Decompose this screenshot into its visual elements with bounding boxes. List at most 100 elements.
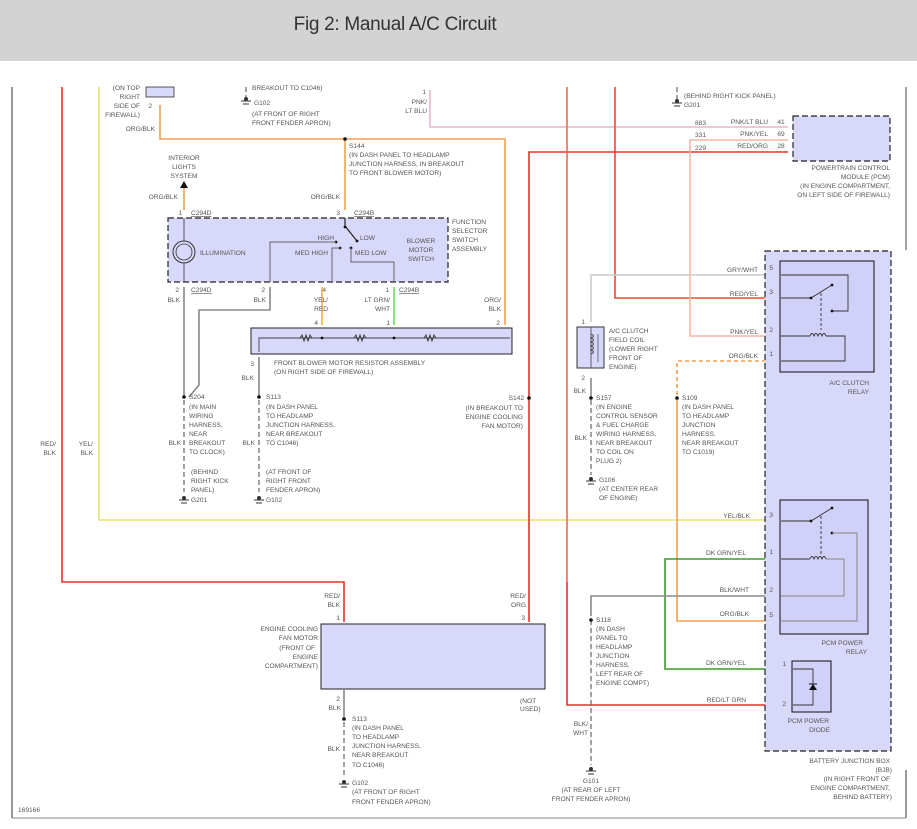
diagram-label: (AT FRONT OF RIGHT [252,111,320,118]
diagram-label: (LOWER RIGHT [609,346,658,353]
diagram-label: BLK [44,450,57,457]
diagram-label: A/C CLUTCH [829,380,869,387]
diagram-label: SWITCH [408,256,434,263]
diagram-label: BLK [254,297,267,304]
diagram-label: 3 [769,512,773,519]
diagram-label: 2 [581,375,585,382]
diagram-label: PNK/YEL [730,329,758,336]
diagram-label: RED/ [324,593,340,600]
diagram-label: S204 [189,394,205,401]
wire-dkgrn-yel [664,558,787,670]
diagram-label: PNK/ [412,99,428,106]
wire-red-blk [61,87,345,622]
diagram-label: BLK [242,375,255,382]
diagram-label: S113 [266,394,281,401]
diagram-label: FIELD COIL [609,337,645,344]
diagram-label: POWERTRAIN CONTROL [811,165,890,172]
diagram-label: MODULE (PCM) [841,174,890,181]
diagram-label: PCM POWER [822,640,864,647]
diagram-label: G102 [352,780,368,787]
diagram-label: & FUEL CHARGE [596,422,649,429]
diagram-label: BLK [328,602,341,609]
diagram-label: FIREWALL) [105,112,140,119]
diagram-label: C294B [399,287,420,294]
diagram-label: BREAKOUT [189,440,225,447]
diagram-label: G106 [599,477,615,484]
diagram-label: JUNCTION HARNESS, [352,743,421,750]
diagram-label: NEAR BREAKOUT [596,440,652,447]
diagram-label: WIRING HARNESS, [596,431,656,438]
diagram-label: 1 [386,320,390,327]
diagram-label: (IN DASH PANEL [682,404,734,411]
diagram-label: 331 [695,132,706,139]
diagram-label: (IN DASH PANEL TO HEADLAMP [349,152,450,159]
ground-symbol-icon [179,496,189,504]
diagram-label: LOW [360,235,376,242]
resistor-icon [423,333,437,343]
diagram-label: RED/ORG [737,143,768,150]
diagram-label: RED/ [510,593,526,600]
diagram-label: ORG/BLK [720,611,750,618]
splice-s157: S157 (IN ENGINE CONTROL SENSOR & FUEL CH… [575,395,659,502]
figure-id: 169166 [18,807,40,814]
wire-yel-blk [98,87,773,521]
splice-s109: S109 (IN DASH PANEL TO HEADLAMP JUNCTION… [675,395,738,456]
ac-clutch-field-coil: 1 2 BLK A/C CLUTCH FIELD COIL (LOWER RIG… [574,319,658,395]
diagram-label: HARNESS, [189,422,223,429]
splice-s113-bottom: S113 (IN DASH PANEL TO HEADLAMP JUNCTION… [328,716,431,806]
diagram-label: (IN RIGHT FRONT OF [824,776,890,783]
diagram-label: HARNESS, [596,662,630,669]
diagram-label: ORG/ [484,297,501,304]
diagram-label: 5 [769,612,773,619]
pcm-power-relay: YEL/BLK 3 DK GRN/YEL 1 BLK/WHT 2 ORG/BLK… [706,499,869,656]
diagram-label: (AT FRONT OF RIGHT [352,789,420,796]
diagram-label: BLOWER [407,238,436,245]
wire-blk-high [188,287,271,398]
diagram-label: 41 [777,119,785,126]
switch-output-wire-labels: BLK BLK YEL/ RED LT GRN/ WHT ORG/ BLK [168,297,502,313]
left-wire-labels: RED/ BLK YEL/ BLK [40,441,93,457]
diagram-label: RELAY [846,649,868,656]
wiring-diagram: (ON TOP RIGHT SIDE OF FIREWALL) 2 ORG/BL… [11,85,907,819]
diagram-label: 1 [782,661,786,668]
diagram-label: FRONT BLOWER MOTOR RESISTOR ASSEMBLY [274,360,426,367]
diagram-label: 2 [148,103,152,110]
wires [61,87,788,778]
diagram-label: FRONT OF [609,355,643,362]
diagram-label: FENDER APRON) [266,487,320,494]
diagram-label: FAN MOTOR) [482,423,523,430]
diagram-label: WIRING [189,413,214,420]
diagram-label: (IN DASH PANEL [266,404,318,411]
diagram-label: RED/ [40,441,56,448]
diagram-label: S118 [596,617,611,624]
diagram-label: PLUG 2) [596,458,622,465]
diagram-label: LEFT REAR OF [596,671,643,678]
diagram-label: RED [314,306,328,313]
diagram-label: 4 [322,287,326,294]
diagram-label: 1 [769,351,773,358]
diagram-label: RED/LT GRN [707,697,747,704]
diagram-label: LT GRN/ [365,297,391,304]
diagram-label: ENGINE COOLING [260,626,318,633]
diagram-label: BLK/ [574,721,588,728]
diagram-label: HARNESS, [682,431,716,438]
diagram-label: 3 [521,615,525,622]
diagram-label: JUNCTION [596,653,630,660]
wire-gry-wht [590,274,773,322]
diagram-label: FRONT FENDER APRON) [352,799,431,806]
diagram-label: 4 [314,320,318,327]
diagram-label: 2 [336,696,340,703]
diagram-label: TO CLOCK) [189,449,225,456]
diagram-label: 2 [175,287,179,294]
diagram-label: 883 [695,120,706,127]
diagram-label: ASSEMBLY [452,246,488,253]
diagram-label: RELAY [848,389,870,396]
diagram-label: 1 [422,89,426,96]
diagram-label: BLK [489,306,502,313]
diagram-label: INTERIOR [168,155,200,162]
powertrain-control-module: 883 PNK/LT BLU 41 331 PNK/YEL 69 229 RED… [695,115,891,199]
diagram-label: TO HEADLAMP [352,734,400,741]
diagram-label: NEAR [189,431,208,438]
diagram-label: WHT [375,306,390,313]
diagram-label: BLK/WHT [720,587,749,594]
